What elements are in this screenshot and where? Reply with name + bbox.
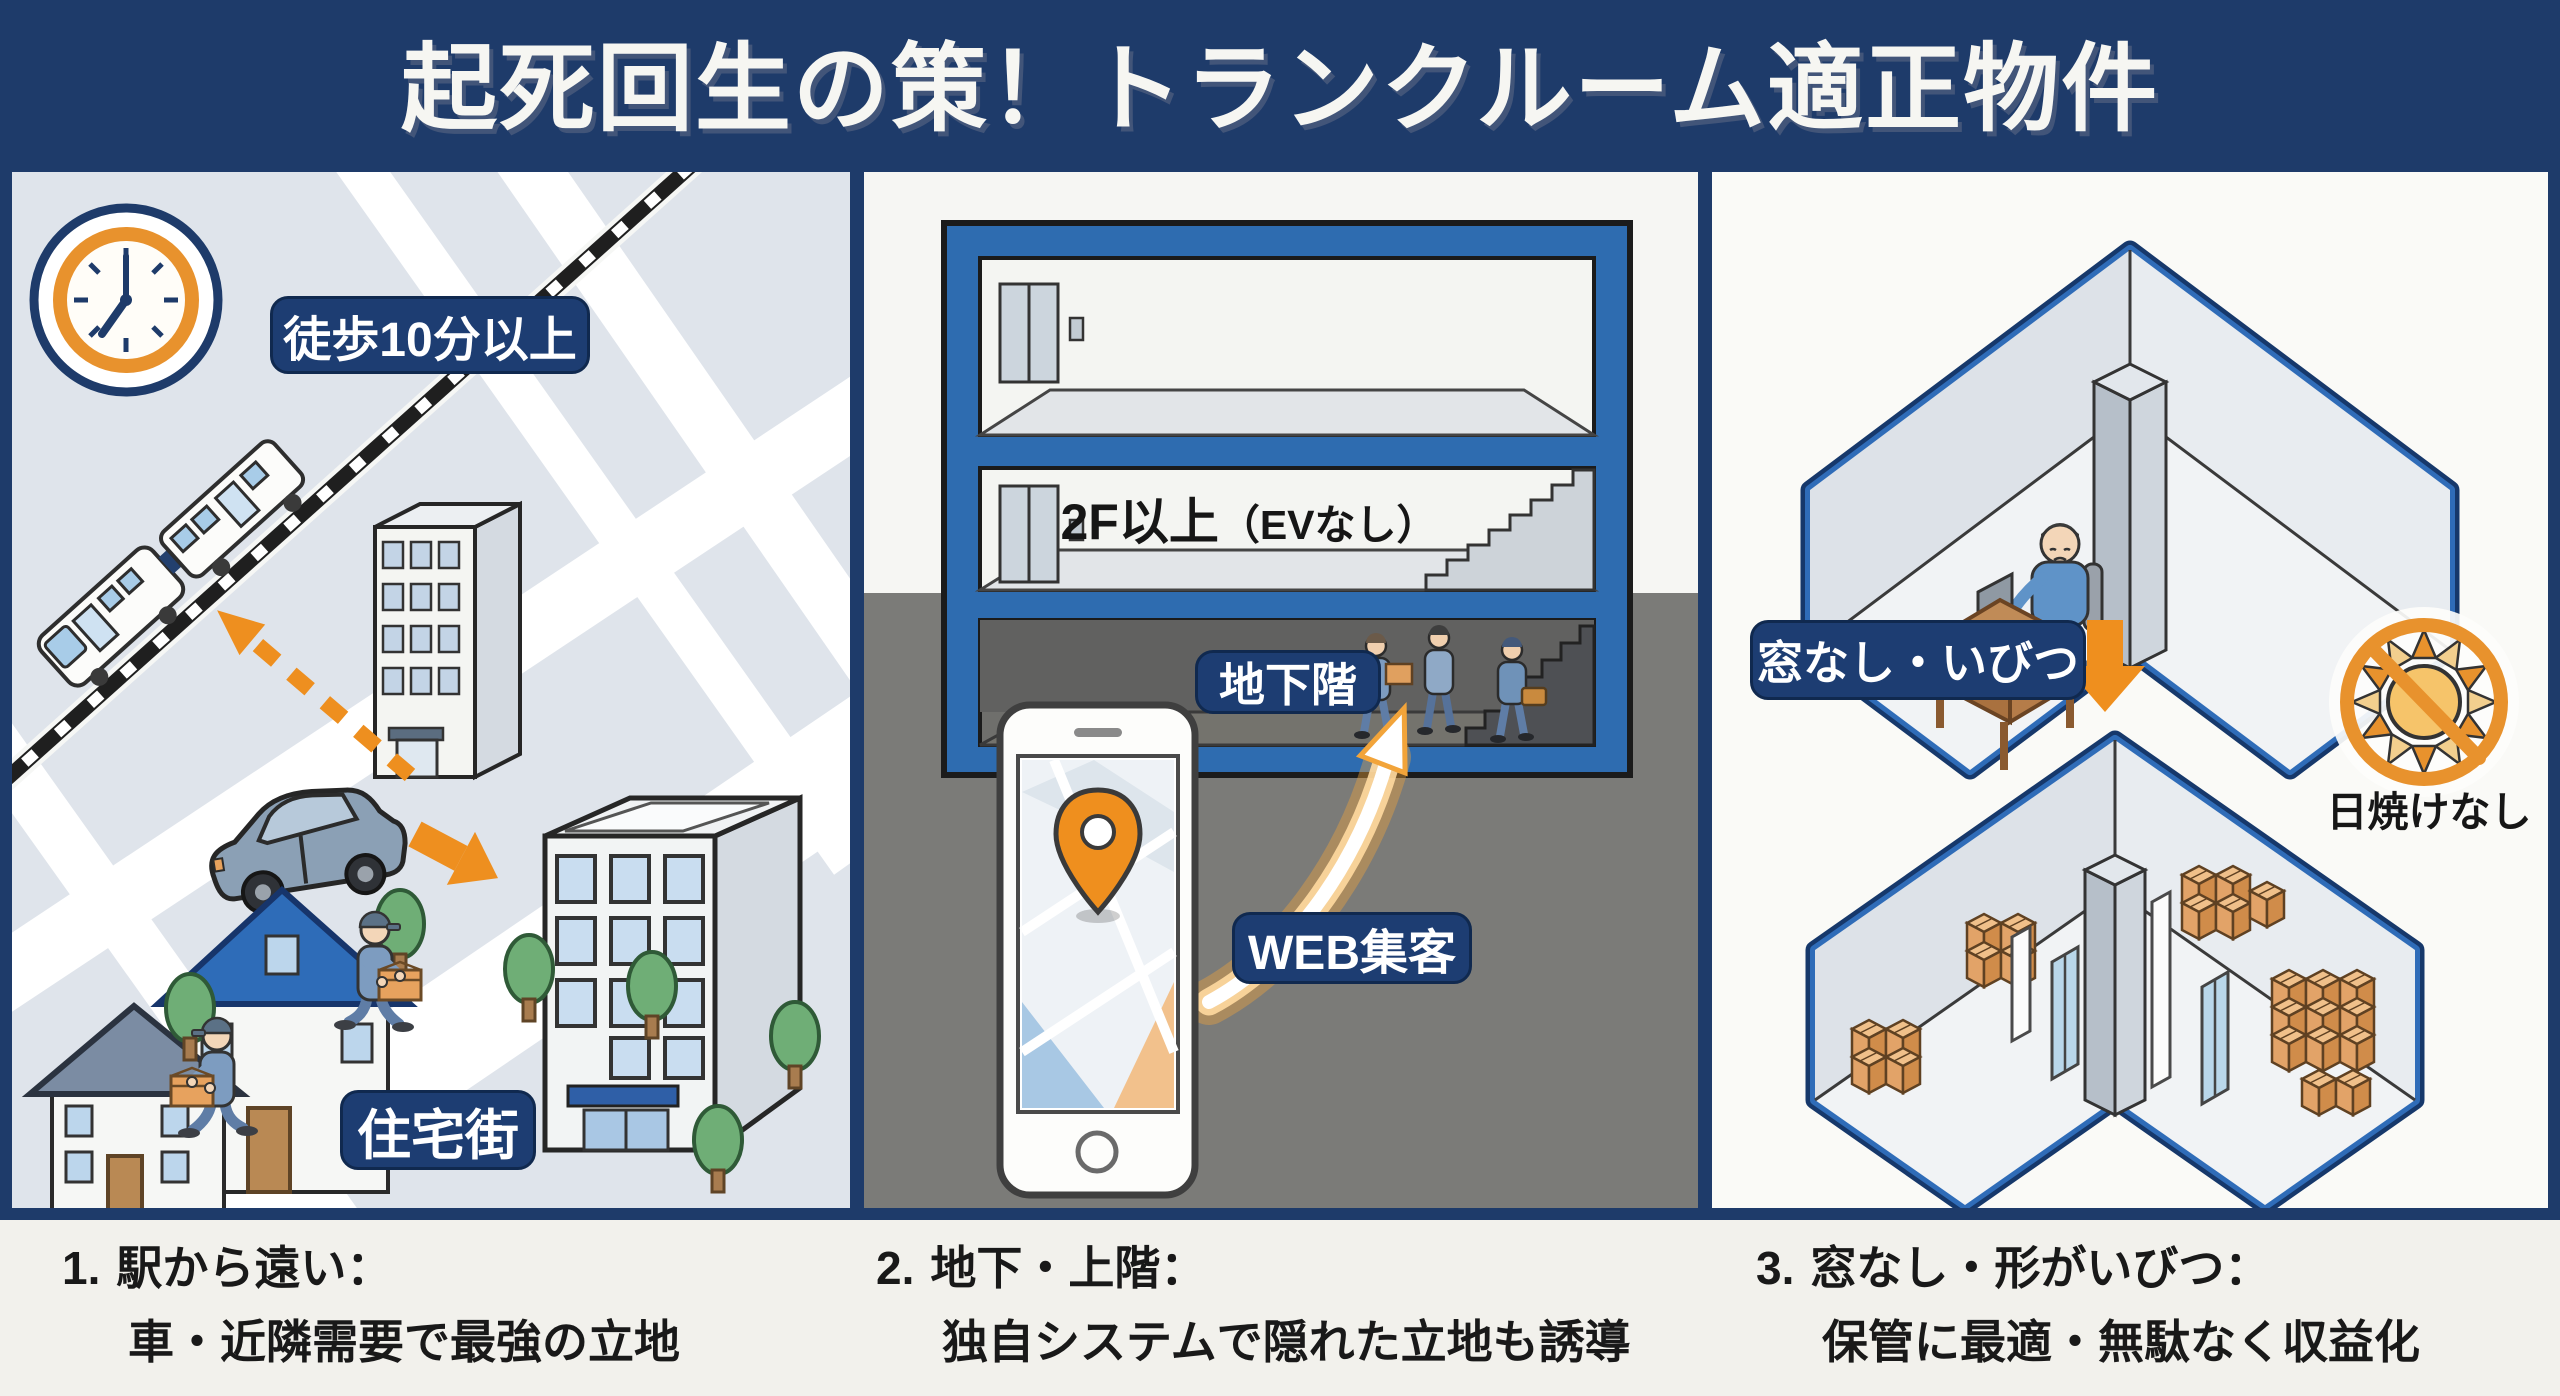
car bbox=[209, 787, 408, 915]
web-marketing-badge: WEB集客 bbox=[1232, 912, 1472, 984]
caption-title: 窓なし・形がいびつ： bbox=[1810, 1242, 2271, 1294]
main-panels: 徒歩10分以上 住宅街 bbox=[0, 160, 2560, 1220]
arrow-to-building-icon bbox=[408, 821, 498, 885]
second-floor-room bbox=[974, 466, 1600, 592]
clock-icon bbox=[29, 203, 223, 397]
office-building bbox=[542, 794, 803, 1155]
map-pin-icon bbox=[1053, 787, 1143, 923]
caption-title: 駅から遠い： bbox=[116, 1242, 393, 1294]
smartphone bbox=[996, 701, 1199, 1199]
caption-desc: 車・近隣需要で最強の立地 bbox=[128, 1316, 680, 1368]
stairs bbox=[1424, 468, 1596, 592]
partition-walls bbox=[2010, 889, 2230, 1107]
panel-far-from-station: 徒歩10分以上 住宅街 bbox=[12, 172, 850, 1208]
basement-badge: 地下階 bbox=[1195, 650, 1381, 714]
tree-icon bbox=[692, 1104, 744, 1194]
pillar bbox=[2090, 362, 2170, 671]
glow-arrow bbox=[1186, 701, 1411, 1025]
upper-room bbox=[974, 256, 1600, 437]
walk-time-badge: 徒歩10分以上 bbox=[270, 296, 590, 374]
caption-number: 1. bbox=[62, 1242, 101, 1294]
no-sun-icon bbox=[2329, 607, 2519, 797]
windowless-badge: 窓なし・いびつ bbox=[1750, 620, 2086, 700]
caption-title: 地下・上階： bbox=[930, 1242, 1207, 1294]
caption-desc: 独自システムで隠れた立地も誘導 bbox=[942, 1316, 1631, 1368]
building-section bbox=[941, 220, 1633, 778]
floor-label: 2F以上（EVなし） bbox=[1060, 494, 1438, 550]
caption-number: 3. bbox=[1756, 1242, 1795, 1294]
no-sunburn-label: 日焼けなし bbox=[2326, 789, 2532, 835]
panel-windowless-irregular: 窓なし・いびつ 日焼けなし bbox=[1712, 172, 2548, 1208]
home-button bbox=[1075, 1130, 1119, 1174]
caption-3: 3. 窓なし・形がいびつ： 保管に最適・無駄なく収益化 bbox=[1756, 1238, 2420, 1372]
stairs bbox=[1464, 624, 1596, 747]
caption-desc: 保管に最適・無駄なく収益化 bbox=[1822, 1316, 2420, 1368]
caption-1: 1. 駅から遠い： 車・近隣需要で最強の立地 bbox=[62, 1238, 680, 1372]
irregular-room-storage bbox=[1805, 730, 2425, 1208]
header-bar: 起死回生の策！トランクルーム適正物件 bbox=[0, 0, 2560, 160]
caption-number: 2. bbox=[876, 1242, 915, 1294]
dashed-arrow bbox=[217, 610, 416, 782]
pillar bbox=[2081, 853, 2149, 1118]
customer-with-briefcase bbox=[1490, 637, 1548, 743]
residential-area-badge: 住宅街 bbox=[340, 1090, 536, 1170]
page-title: 起死回生の策！トランクルーム適正物件 bbox=[400, 35, 2160, 143]
customer-walking bbox=[1417, 625, 1461, 735]
station-building bbox=[373, 500, 522, 781]
railway-track bbox=[12, 172, 703, 791]
caption-2: 2. 地下・上階： 独自システムで隠れた立地も誘導 bbox=[876, 1238, 1631, 1372]
train bbox=[36, 439, 306, 688]
panel-basement-upper-floor: 2F以上（EVなし） 地下階 WEB集客 bbox=[864, 172, 1698, 1208]
map-illustration bbox=[12, 172, 850, 1208]
house-gray-roof bbox=[21, 1002, 251, 1208]
irregular-room-illustration bbox=[1800, 240, 2519, 1208]
